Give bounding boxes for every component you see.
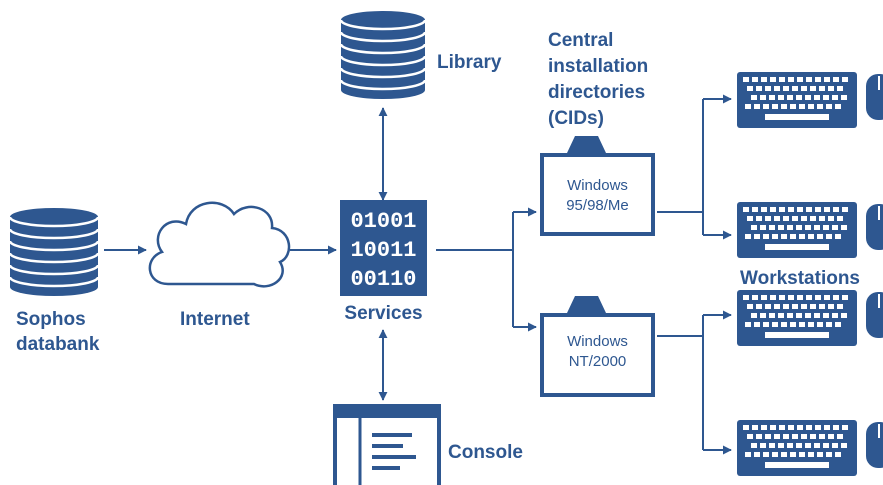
line-winnt-to-workstations	[657, 315, 704, 450]
databank-label-line1: Sophos	[16, 309, 86, 330]
binary-server-icon	[340, 200, 427, 296]
cid-win9x-line2: 95/98/Me	[566, 197, 629, 214]
databank-node: Sophos databank	[8, 208, 100, 355]
library-node: Library	[339, 11, 502, 99]
mouse-icon	[866, 204, 883, 250]
console-label: Console	[448, 442, 523, 463]
database-icon	[339, 11, 427, 99]
cid-win9x-folder: Windows 95/98/Me	[540, 136, 655, 236]
keyboard-icon	[737, 290, 857, 346]
services-node: 01001 10011 00110 Services	[340, 200, 427, 324]
line-win9x-to-workstations	[657, 99, 704, 235]
services-binary-row-2: 10011	[350, 238, 416, 263]
mouse-icon	[866, 422, 883, 468]
keyboard-icon	[737, 420, 857, 476]
folder-icon	[540, 296, 655, 397]
services-label: Services	[344, 303, 422, 324]
keyboard-icon	[737, 72, 857, 128]
services-binary-row-3: 00110	[350, 267, 416, 292]
line-services-to-branch	[436, 212, 514, 327]
cid-heading: Central installation directories (CIDs)	[548, 30, 648, 129]
workstation-3	[737, 290, 883, 346]
workstation-1	[737, 72, 883, 128]
workstation-2	[737, 202, 883, 258]
workstations-group	[737, 72, 883, 476]
workstations-label: Workstations	[740, 268, 860, 289]
folder-icon	[540, 136, 655, 236]
mouse-icon	[866, 74, 883, 120]
cid-winnt-folder: Windows NT/2000	[540, 296, 655, 397]
cid-heading-line4: (CIDs)	[548, 108, 604, 129]
cid-heading-line2: installation	[548, 56, 648, 77]
connectors	[104, 94, 732, 455]
cid-winnt-line2: NT/2000	[569, 353, 627, 370]
database-icon	[8, 208, 100, 296]
cid-win9x-line1: Windows	[567, 177, 628, 194]
databank-label-line2: databank	[16, 334, 100, 355]
cid-heading-line3: directories	[548, 82, 645, 103]
mouse-icon	[866, 292, 883, 338]
cid-heading-line1: Central	[548, 30, 613, 51]
services-binary-row-1: 01001	[350, 209, 416, 234]
window-icon	[333, 404, 441, 485]
workstation-4	[737, 420, 883, 476]
keyboard-icon	[737, 202, 857, 258]
library-label: Library	[437, 52, 502, 73]
internet-label: Internet	[180, 309, 250, 330]
cloud-icon	[148, 201, 291, 288]
cid-winnt-line1: Windows	[567, 333, 628, 350]
internet-node: Internet	[148, 201, 291, 330]
console-node: Console	[333, 404, 523, 485]
